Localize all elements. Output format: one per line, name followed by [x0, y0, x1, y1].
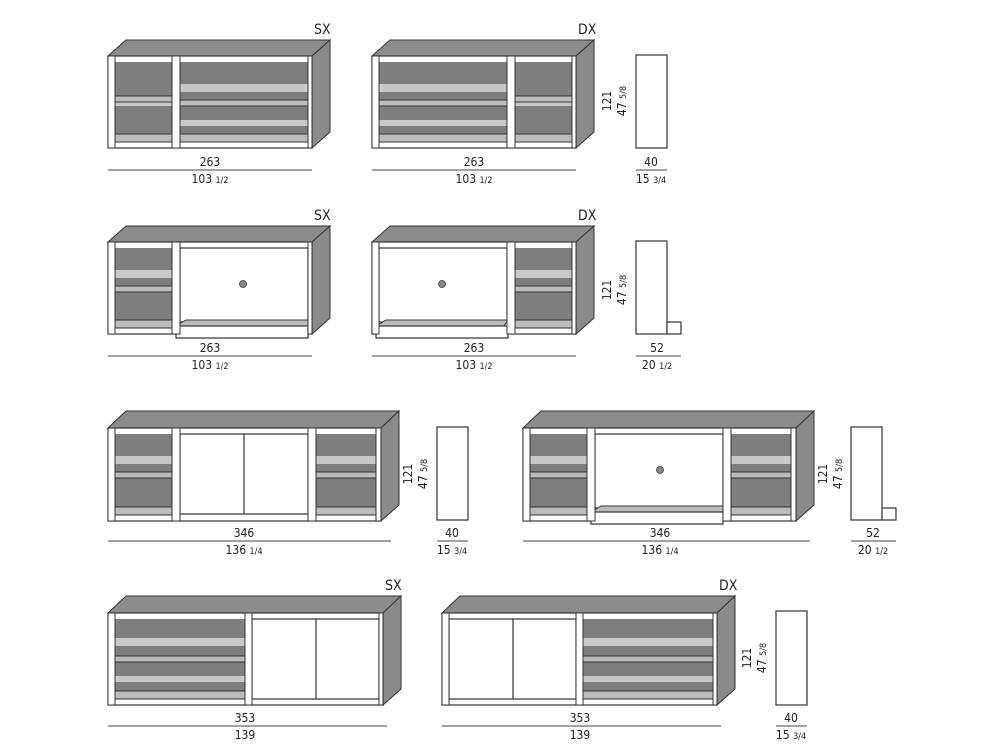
dim-height-cm-row3-left: 121	[401, 464, 415, 485]
dim-width-cm-row4-sx: 353	[235, 711, 256, 725]
dim-height-in-row3-right: 47 5/8	[831, 459, 845, 489]
dim-height-cm-row3-right: 121	[816, 464, 830, 485]
dim-width-in-row3-left: 136 1/4	[225, 543, 262, 557]
side-view-row1	[635, 54, 668, 149]
dim-depth-cm-row2: 52	[650, 341, 664, 355]
dim-width-cm-row3-left: 346	[234, 526, 255, 540]
unit-row1-dx	[370, 38, 596, 150]
label-dx-row4: DX	[719, 578, 738, 594]
side-view-row3-right	[850, 426, 897, 521]
dim-height-in-row3-left: 47 5/8	[416, 459, 430, 489]
dim-height-cm-row1: 121	[600, 91, 614, 112]
label-sx-row2: SX	[314, 208, 331, 224]
label-dx-row1: DX	[578, 22, 597, 38]
dim-height-cm-row4: 121	[740, 648, 754, 669]
dim-depth-in-row1: 15 3/4	[636, 172, 666, 186]
dim-width-cm-row2-dx: 263	[464, 341, 485, 355]
dim-depth-cm-row3-left: 40	[445, 526, 459, 540]
side-view-row3-left	[436, 426, 469, 521]
label-sx-row1: SX	[314, 22, 331, 38]
dim-width-in-row4-sx: 139	[235, 728, 256, 742]
unit-row3-left	[106, 409, 401, 523]
dim-depth-cm-row3-right: 52	[866, 526, 880, 540]
dim-width-in-row3-right: 136 1/4	[641, 543, 678, 557]
unit-row4-sx	[106, 594, 403, 707]
dim-width-cm-row1-sx: 263	[200, 155, 221, 169]
dim-height-in-row1: 47 5/8	[615, 86, 629, 116]
label-sx-row4: SX	[385, 578, 402, 594]
dim-width-cm-row2-sx: 263	[200, 341, 221, 355]
dim-height-cm-row2: 121	[600, 280, 614, 301]
dim-width-cm-row1-dx: 263	[464, 155, 485, 169]
side-view-row2	[635, 240, 682, 335]
dim-height-in-row2: 47 5/8	[615, 275, 629, 305]
dim-width-in-row2-sx: 103 1/2	[191, 358, 228, 372]
dim-depth-in-row3-right: 20 1/2	[858, 543, 888, 557]
dim-width-in-row1-dx: 103 1/2	[455, 172, 492, 186]
dim-width-in-row1-sx: 103 1/2	[191, 172, 228, 186]
unit-row3-right	[521, 409, 816, 525]
dim-depth-in-row2: 20 1/2	[642, 358, 672, 372]
dim-depth-cm-row1: 40	[644, 155, 658, 169]
dim-width-in-row2-dx: 103 1/2	[455, 358, 492, 372]
side-view-row4	[775, 610, 808, 706]
unit-row2-dx	[370, 224, 596, 339]
dim-width-in-row4-dx: 139	[570, 728, 591, 742]
dim-height-in-row4: 47 5/8	[755, 643, 769, 673]
unit-row1-sx	[106, 38, 332, 150]
dim-depth-in-row3-left: 15 3/4	[437, 543, 467, 557]
dim-width-cm-row3-right: 346	[650, 526, 671, 540]
unit-row2-sx	[106, 224, 332, 339]
unit-row4-dx	[440, 594, 737, 707]
dim-width-cm-row4-dx: 353	[570, 711, 591, 725]
dim-depth-in-row4: 15 3/4	[776, 728, 806, 742]
label-dx-row2: DX	[578, 208, 597, 224]
dim-depth-cm-row4: 40	[784, 711, 798, 725]
